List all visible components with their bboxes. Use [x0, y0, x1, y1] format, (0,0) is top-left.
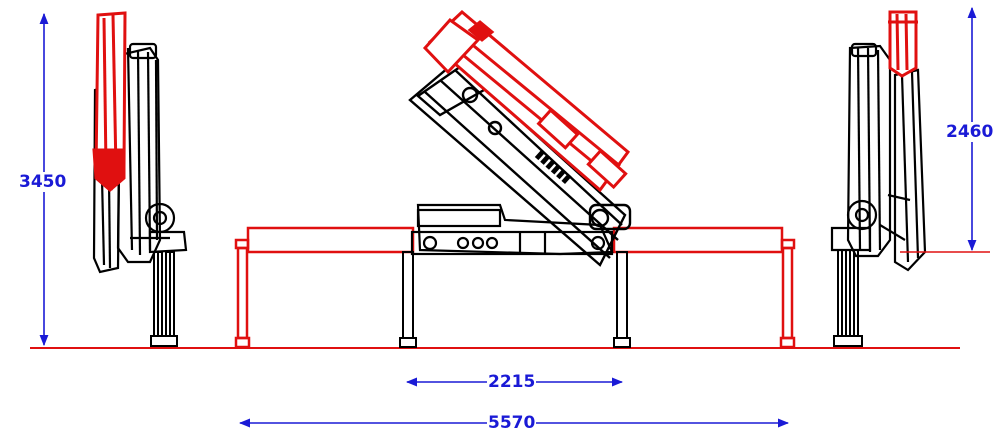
- center-crane: ▮▮▮▮▮▮: [234, 9, 796, 349]
- span-inner-label: 2215: [487, 372, 537, 392]
- left-folded-crane: [92, 11, 188, 347]
- right-folded-crane: [830, 10, 927, 347]
- height-right-label: 2460: [945, 122, 995, 142]
- height-left-label: 3450: [18, 172, 68, 192]
- span-outer-label: 5570: [487, 413, 537, 433]
